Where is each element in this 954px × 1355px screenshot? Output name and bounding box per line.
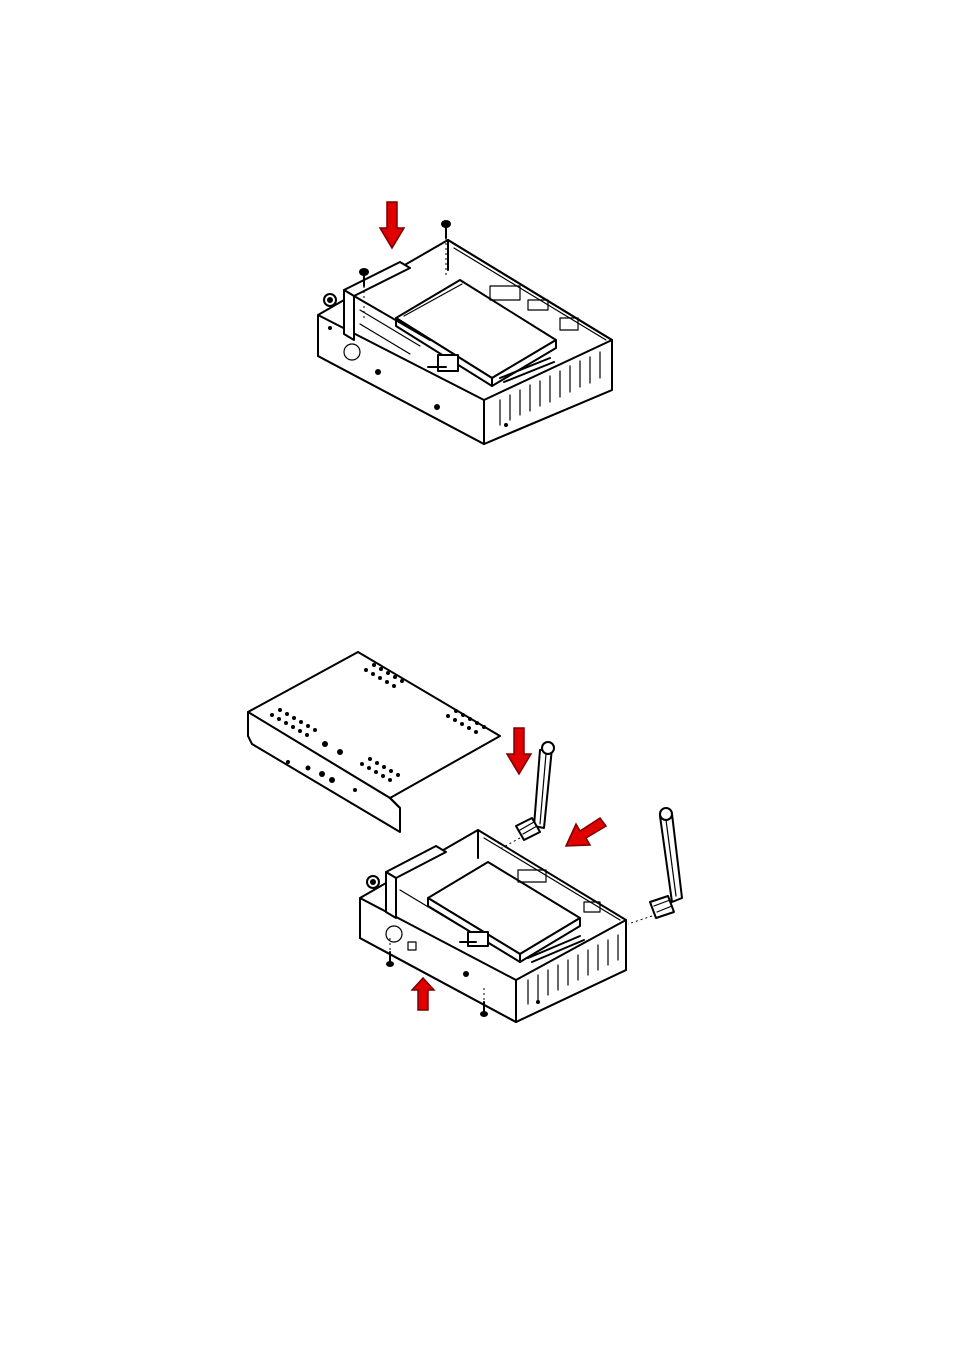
arrow-down-icon (380, 202, 404, 248)
arrow-down-icon (507, 728, 531, 774)
thumbscrew-knob (324, 294, 336, 306)
drive-bracket-illustration (0, 200, 954, 460)
thumbscrew-knob (367, 876, 379, 888)
diagram-drive-bracket-install (0, 200, 954, 460)
cover-antenna-illustration (0, 640, 954, 1040)
diagram-cover-antenna-assembly (0, 640, 954, 1040)
arrow-up-icon (412, 978, 434, 1010)
top-cover (248, 652, 500, 832)
arrow-down-left-icon (566, 818, 606, 846)
antenna-right (628, 808, 682, 924)
